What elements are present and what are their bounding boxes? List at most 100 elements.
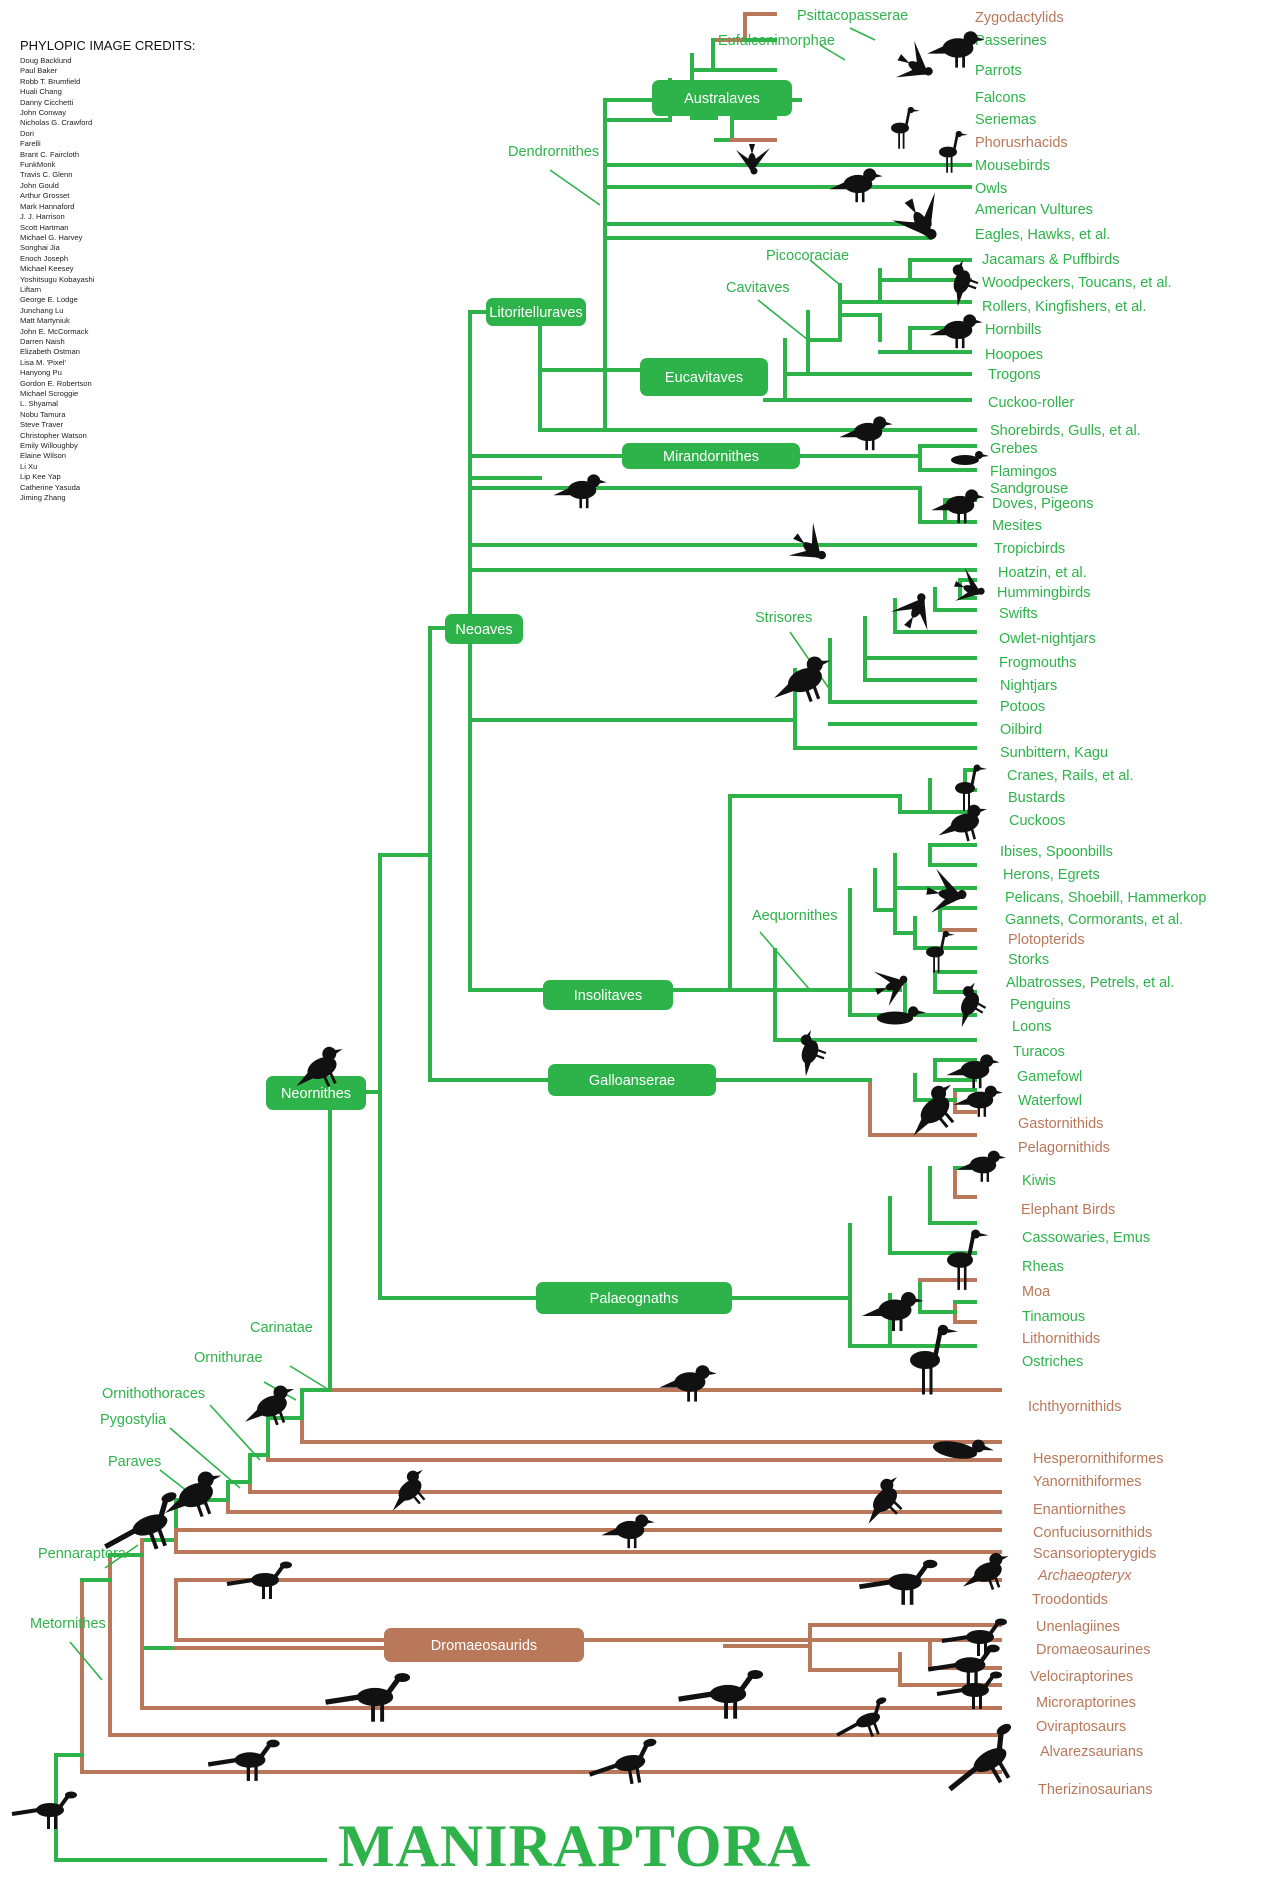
picocoraciae-pointer bbox=[809, 259, 841, 286]
tree-branch bbox=[918, 1278, 957, 1314]
taxon-confuciusornithids: Confuciusornithids bbox=[1033, 1525, 1152, 1541]
picocoraciae-clade-label: Picocoraciae bbox=[766, 248, 849, 264]
credit-name: John Gould bbox=[20, 180, 59, 190]
taxon-dromaeosaurines: Dromaeosaurines bbox=[1036, 1642, 1150, 1658]
oviraptorosaur-icon bbox=[326, 1673, 411, 1722]
taxon-jacamars: Jacamars & Puffbirds bbox=[982, 252, 1120, 268]
tree-branch bbox=[868, 1078, 917, 1137]
stork-icon bbox=[924, 929, 957, 975]
credit-name: Michael Keesey bbox=[20, 264, 74, 274]
tree-branch bbox=[808, 1623, 902, 1672]
tree-branch bbox=[878, 326, 912, 354]
credits-heading: PHYLOPIC IMAGE CREDITS: bbox=[20, 38, 196, 53]
taxon-pelagornithids: Pelagornithids bbox=[1018, 1140, 1110, 1156]
tree-branch bbox=[933, 587, 962, 612]
taxon-alvarezsaurians: Alvarezsaurians bbox=[1040, 1744, 1143, 1760]
tree-branch bbox=[953, 1088, 977, 1114]
tree-branch bbox=[863, 616, 897, 682]
credit-name: John Conway bbox=[20, 108, 67, 118]
credit-name: Farelli bbox=[20, 139, 41, 149]
tree-branch bbox=[140, 1538, 1002, 1710]
credit-name: L. Shyamal bbox=[20, 399, 58, 409]
mirandornithes-node: Mirandornithes bbox=[622, 443, 800, 469]
taxon-rheas: Rheas bbox=[1022, 1259, 1064, 1275]
tree-branch bbox=[226, 1453, 252, 1484]
credit-name: J. J. Harrison bbox=[20, 212, 65, 222]
taxon-trogons: Trogons bbox=[988, 367, 1041, 383]
tree-branch bbox=[538, 323, 607, 372]
taxon-bustards: Bustards bbox=[1008, 790, 1065, 806]
aequornithes-clade-label: Aequornithes bbox=[752, 908, 837, 924]
taxon-velociraptorines: Velociraptorines bbox=[1030, 1669, 1133, 1685]
credit-name: George E. Lodge bbox=[20, 295, 78, 305]
tree-branch bbox=[873, 868, 897, 912]
taxon-ibises: Ibises, Spoonbills bbox=[1000, 844, 1113, 860]
credit-name: Elizabeth Ostman bbox=[20, 347, 80, 357]
pigeon-icon bbox=[931, 489, 985, 524]
taxon-pelicans: Pelicans, Shoebill, Hammerkop bbox=[1005, 890, 1206, 906]
tree-branch bbox=[828, 638, 867, 704]
credit-name: Liftarn bbox=[20, 284, 42, 294]
tree-branch bbox=[953, 1166, 977, 1199]
cavitaves-clade-label: Cavitaves bbox=[726, 280, 790, 296]
credit-name: Brant C. Faircloth bbox=[20, 149, 80, 159]
litoritelluraves-label: Litoritelluraves bbox=[489, 305, 583, 321]
tree-branch bbox=[603, 208, 932, 226]
ichthyornis-icon bbox=[659, 1365, 717, 1402]
dendrornithes-pointer bbox=[549, 169, 601, 206]
credit-name: Huali Chang bbox=[20, 87, 62, 97]
tree-branch bbox=[248, 1416, 270, 1457]
taxon-grebes: Grebes bbox=[990, 441, 1038, 457]
tree-branch bbox=[898, 1652, 932, 1687]
taxon-phorusrhacids: Phorusrhacids bbox=[975, 135, 1068, 151]
tree-branch bbox=[953, 1300, 977, 1324]
ornithothoraces-clade-label: Ornithothoraces bbox=[102, 1386, 205, 1402]
credit-name: Elaine Wilson bbox=[20, 451, 67, 461]
taxon-american-vultures: American Vultures bbox=[975, 202, 1093, 218]
tree-branch bbox=[878, 258, 912, 282]
credit-name: Enoch Joseph bbox=[20, 253, 69, 263]
credit-name: Catherine Yasuda bbox=[20, 482, 81, 492]
turaco-icon bbox=[789, 1027, 832, 1081]
pygostylia-clade-label: Pygostylia bbox=[100, 1412, 167, 1428]
tree-branch bbox=[838, 313, 882, 342]
tree-branch bbox=[893, 886, 917, 935]
credit-name: John E. McCormack bbox=[20, 326, 89, 336]
albatross-icon bbox=[869, 961, 914, 1009]
taxon-nightjars: Nightjars bbox=[1000, 678, 1057, 694]
credit-name: Travis C. Glenn bbox=[20, 170, 73, 180]
ornithurae-clade-label: Ornithurae bbox=[194, 1350, 263, 1366]
palaeognaths-label: Palaeognaths bbox=[590, 1291, 679, 1307]
taxon-rollers: Rollers, Kingfishers, et al. bbox=[982, 299, 1146, 315]
tree-branch bbox=[913, 916, 942, 950]
taxon-plotopterids: Plotopterids bbox=[1008, 932, 1085, 948]
taxon-zygodactylids: Zygodactylids bbox=[975, 10, 1064, 26]
tree-branch bbox=[888, 1196, 932, 1255]
neoaves-label: Neoaves bbox=[455, 622, 512, 638]
credit-name: FunkMonk bbox=[20, 160, 56, 170]
tree-branch bbox=[918, 486, 977, 524]
taxon-gastornithids: Gastornithids bbox=[1018, 1116, 1103, 1132]
credit-name: Junchang Lu bbox=[20, 305, 64, 315]
taxon-kiwis: Kiwis bbox=[1022, 1173, 1056, 1189]
tree-branch bbox=[806, 283, 842, 342]
taxon-cranes: Cranes, Rails, et al. bbox=[1007, 768, 1134, 784]
credit-name: Doug Backlund bbox=[20, 56, 72, 65]
dove-icon bbox=[553, 474, 607, 509]
taxon-troodontids: Troodontids bbox=[1032, 1592, 1108, 1608]
taxon-unenlagiines: Unenlagiines bbox=[1036, 1619, 1120, 1635]
tree-branch bbox=[933, 1058, 977, 1082]
taxon-moa: Moa bbox=[1022, 1284, 1051, 1300]
credit-name: Darren Naish bbox=[20, 336, 65, 346]
taxon-gannets: Gannets, Cormorants, et al. bbox=[1005, 912, 1183, 928]
tree-branch bbox=[714, 116, 734, 142]
tree-branch bbox=[928, 1166, 957, 1225]
credit-name: Jiming Zhang bbox=[20, 493, 66, 503]
taxon-storks: Storks bbox=[1008, 952, 1049, 968]
tree-branch bbox=[174, 1578, 1002, 1642]
taxon-doves: Doves, Pigeons bbox=[992, 496, 1094, 512]
enantiornithine-icon bbox=[853, 1471, 916, 1534]
taxon-oilbird: Oilbird bbox=[1000, 722, 1042, 738]
